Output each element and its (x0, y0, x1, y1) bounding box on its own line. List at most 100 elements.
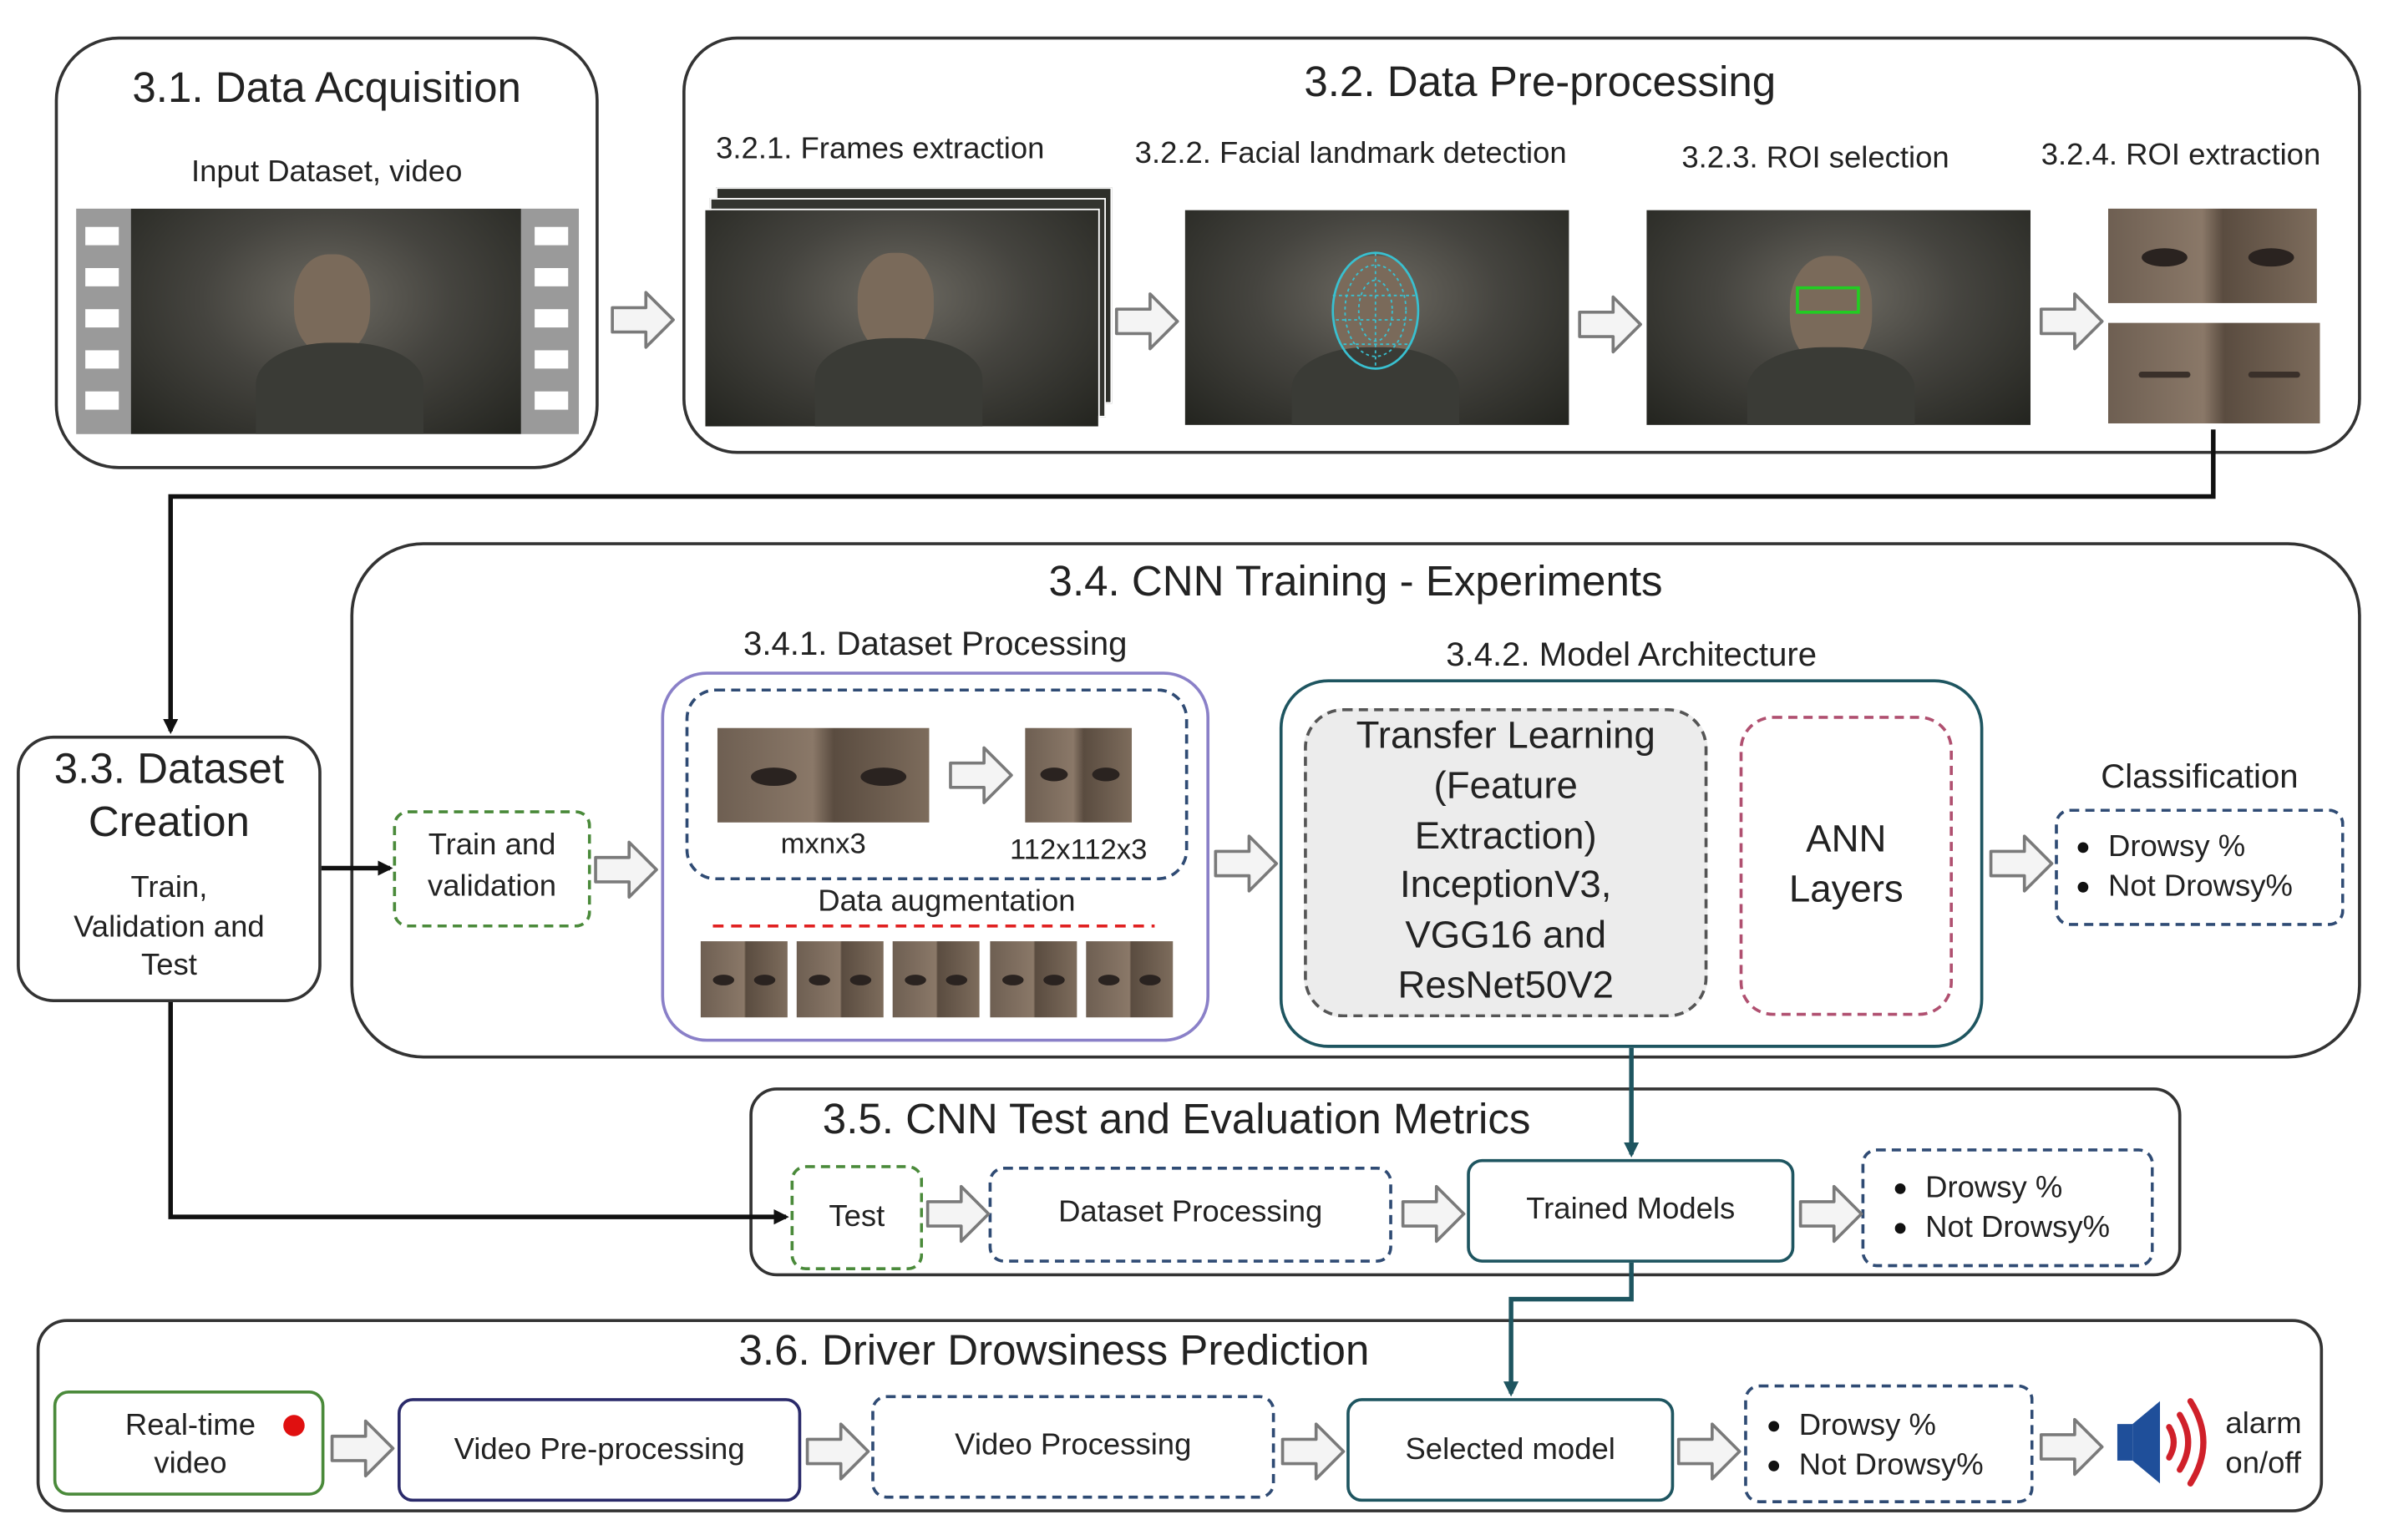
classification-title: Classification (2101, 757, 2299, 795)
hollow-arrow-icon (1578, 295, 1642, 354)
video-preprocessing-label: Video Pre-processing (454, 1433, 745, 1467)
ann-layers-line-1: ANN (1806, 818, 1887, 861)
classification-box (2055, 808, 2345, 926)
prediction-result-not-drowsy: Not Drowsy% (1759, 1446, 1984, 1485)
transfer-learning-line-1: Transfer Learning (1356, 714, 1655, 757)
roi-box (1796, 286, 1860, 314)
trained-models-box (1467, 1158, 1795, 1263)
data-acquisition-subtitle: Input Dataset, video (190, 155, 463, 190)
trained-models-label: Trained Models (1526, 1192, 1736, 1227)
section-drowsiness-prediction (36, 1319, 2324, 1512)
data-augmentation-label: Data augmentation (818, 884, 1076, 919)
realtime-video-line-1: Real-time (124, 1408, 256, 1443)
dataset-creation-body-3: Test (140, 949, 197, 983)
video-processing-label: Video Processing (955, 1428, 1192, 1462)
transfer-learning-line-2: (Feature (1433, 764, 1578, 808)
test-results-list: Drowsy % Not Drowsy% (1886, 1168, 2110, 1248)
dataset-creation-body-1: Train, (130, 871, 208, 905)
test-dataset-processing-label: Dataset Processing (1058, 1195, 1323, 1229)
alarm-label-line-2: on/off (2225, 1446, 2302, 1481)
size-input-label: mxnx3 (780, 828, 866, 861)
resize-output-image (1025, 727, 1133, 823)
augmented-image (892, 941, 980, 1018)
section-dataset-creation (17, 735, 322, 1002)
hollow-arrow-icon (611, 291, 675, 349)
hollow-arrow-icon (1676, 1422, 1742, 1481)
selected-model-label: Selected model (1405, 1433, 1615, 1467)
data-preprocessing-title: 3.2. Data Pre-processing (1304, 58, 1777, 105)
size-output-label: 112x112x3 (1009, 834, 1148, 867)
train-validation-box (393, 810, 591, 928)
hollow-arrow-icon (2039, 292, 2104, 351)
landmark-image (1184, 210, 1569, 425)
roi-closed-eyes-image (2108, 322, 2320, 423)
augmented-image (796, 941, 884, 1018)
realtime-video-box (53, 1391, 325, 1496)
transfer-learning-line-3: Extraction) (1414, 814, 1597, 858)
dataset-processing-title: 3.4.1. Dataset Processing (743, 624, 1128, 663)
test-dataset-processing-box (988, 1166, 1392, 1263)
prediction-result-drowsy: Drowsy % (1759, 1406, 1983, 1445)
hollow-arrow-icon (2039, 1417, 2104, 1477)
video-processing-box (871, 1395, 1275, 1499)
connector-trained-to-selected (1503, 1262, 1634, 1397)
cnn-training-title: 3.4. CNN Training - Experiments (1048, 557, 1663, 605)
step-roi-extraction-label: 3.2.4. ROI extraction (2041, 138, 2321, 173)
section-cnn-training (350, 542, 2361, 1059)
hollow-arrow-icon (925, 1184, 991, 1244)
section-cnn-test (749, 1087, 2182, 1277)
transfer-learning-line-6: ResNet50V2 (1397, 964, 1614, 1007)
hollow-arrow-icon (949, 746, 1013, 804)
ann-layers-line-2: Layers (1788, 868, 1904, 911)
test-result-not-drowsy: Not Drowsy% (1886, 1208, 2110, 1247)
dataset-processing-panel (661, 671, 1210, 1042)
augmented-image (1086, 941, 1174, 1018)
prediction-results-box (1744, 1384, 2034, 1503)
step-frames-extraction-label: 3.2.1. Frames extraction (716, 132, 1045, 166)
connector-roi-to-dataset (163, 429, 2216, 735)
ann-layers-box (1739, 716, 1953, 1016)
hollow-arrow-icon (1401, 1184, 1466, 1244)
prediction-title: 3.6. Driver Drowsiness Prediction (738, 1326, 1370, 1374)
section-data-preprocessing (682, 36, 2361, 454)
film-strip-icon (76, 208, 580, 434)
classification-item-not-drowsy: Not Drowsy% (2069, 867, 2293, 906)
dataset-creation-title-2: Creation (88, 798, 250, 846)
augmented-image (990, 941, 1077, 1018)
hollow-arrow-icon (1214, 834, 1279, 893)
train-validation-line-1: Train and (428, 828, 556, 863)
model-architecture-panel (1279, 679, 1984, 1048)
alarm-label-line-1: alarm (2225, 1407, 2302, 1441)
test-results-box (1861, 1148, 2154, 1268)
hollow-arrow-icon (1280, 1422, 1346, 1481)
test-result-drowsy: Drowsy % (1886, 1168, 2110, 1208)
hollow-arrow-icon (330, 1419, 395, 1477)
selected-model-box (1346, 1398, 1675, 1502)
hollow-arrow-icon (594, 840, 658, 899)
test-label: Test (829, 1200, 885, 1234)
model-architecture-title: 3.4.2. Model Architecture (1446, 635, 1818, 674)
transfer-learning-line-5: VGG16 and (1405, 914, 1607, 957)
train-validation-line-2: validation (427, 869, 557, 904)
resize-box (685, 688, 1189, 881)
hollow-arrow-icon (1114, 292, 1179, 351)
roi-selection-image (1646, 210, 2031, 425)
test-box (790, 1165, 924, 1270)
dataset-creation-body-2: Validation and (74, 910, 265, 945)
resize-input-image (717, 727, 930, 823)
hollow-arrow-icon (1989, 834, 2054, 893)
roi-open-eyes-image (2108, 208, 2317, 303)
video-preprocessing-box (397, 1398, 802, 1502)
section-data-acquisition (54, 36, 599, 469)
prediction-results-list: Drowsy % Not Drowsy% (1759, 1406, 1984, 1485)
cnn-test-title: 3.5. CNN Test and Evaluation Metrics (822, 1095, 1531, 1142)
augmented-image (700, 941, 788, 1018)
frame-image (703, 208, 1100, 428)
step-roi-selection-label: 3.2.3. ROI selection (1681, 141, 1949, 175)
classification-item-drowsy: Drowsy % (2069, 827, 2293, 866)
hollow-arrow-icon (1798, 1184, 1863, 1244)
classification-list: Drowsy % Not Drowsy% (2069, 827, 2293, 906)
data-acquisition-title: 3.1. Data Acquisition (132, 63, 521, 112)
